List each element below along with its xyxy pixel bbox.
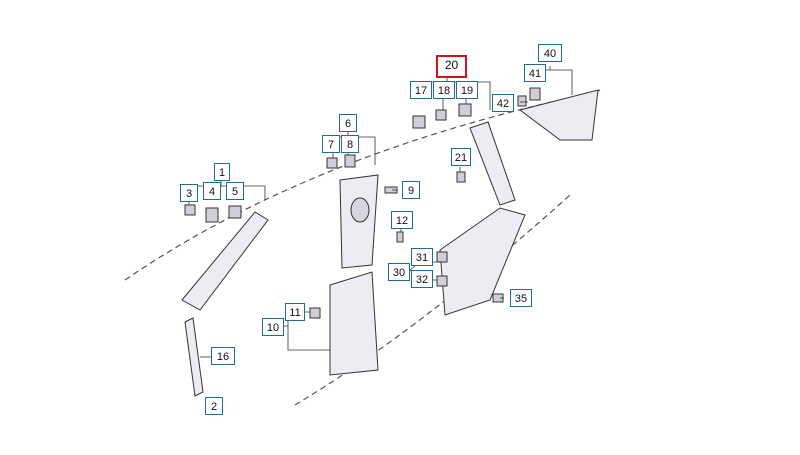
clip-part-4 [205,207,219,223]
clip-part-17 [412,115,426,129]
c-pillar-trim [469,121,516,206]
callout-part-3[interactable]: 3 [180,184,198,202]
callout-part-42[interactable]: 42 [492,94,514,112]
callout-part-35[interactable]: 35 [510,289,532,307]
rear-quarter-trim [439,207,526,316]
clip-part-18 [435,109,447,121]
callout-part-7[interactable]: 7 [322,135,340,153]
clip-part-5 [228,205,242,219]
dashed-lower-outline [294,194,571,406]
leader-lines [188,66,573,358]
screw-part-12 [396,231,404,243]
a-pillar-trim [181,211,269,311]
callout-part-6[interactable]: 6 [339,114,357,132]
callout-part-21[interactable]: 21 [451,148,471,166]
callout-part-18[interactable]: 18 [433,81,455,99]
callout-part-17[interactable]: 17 [410,81,432,99]
callout-part-4[interactable]: 4 [203,182,221,200]
b-pillar-lower-trim [329,271,379,376]
callout-part-11[interactable]: 11 [285,303,305,321]
callout-part-32[interactable]: 32 [411,270,433,288]
callout-part-40[interactable]: 40 [538,44,562,62]
clip-part-21 [456,171,466,183]
callout-part-5[interactable]: 5 [226,182,244,200]
callout-part-2[interactable]: 2 [205,397,223,415]
callout-part-41[interactable]: 41 [524,64,546,82]
clip-part-3 [184,204,196,216]
seatbelt-guide [350,197,370,223]
clip-part-19 [458,103,472,117]
rear-upper-panel [518,89,599,141]
callout-part-30[interactable]: 30 [388,263,410,281]
clip-part-42 [517,95,527,107]
clip-part-41 [529,87,541,101]
callout-part-16[interactable]: 16 [211,347,235,365]
clip-part-32 [436,275,448,287]
callout-part-19[interactable]: 19 [456,81,478,99]
clip-part-8 [344,154,356,168]
clip-part-11 [309,307,321,319]
callout-part-1[interactable]: 1 [214,163,230,181]
callout-part-8[interactable]: 8 [341,135,359,153]
clip-part-31 [436,251,448,263]
callout-part-31[interactable]: 31 [411,248,433,266]
callout-part-12[interactable]: 12 [391,211,413,229]
clip-part-7 [326,157,338,169]
callout-part-9[interactable]: 9 [402,181,420,199]
a-pillar-lower-trim [184,317,204,397]
callout-part-20-highlighted[interactable]: 20 [436,55,467,78]
callout-part-10[interactable]: 10 [262,318,284,336]
